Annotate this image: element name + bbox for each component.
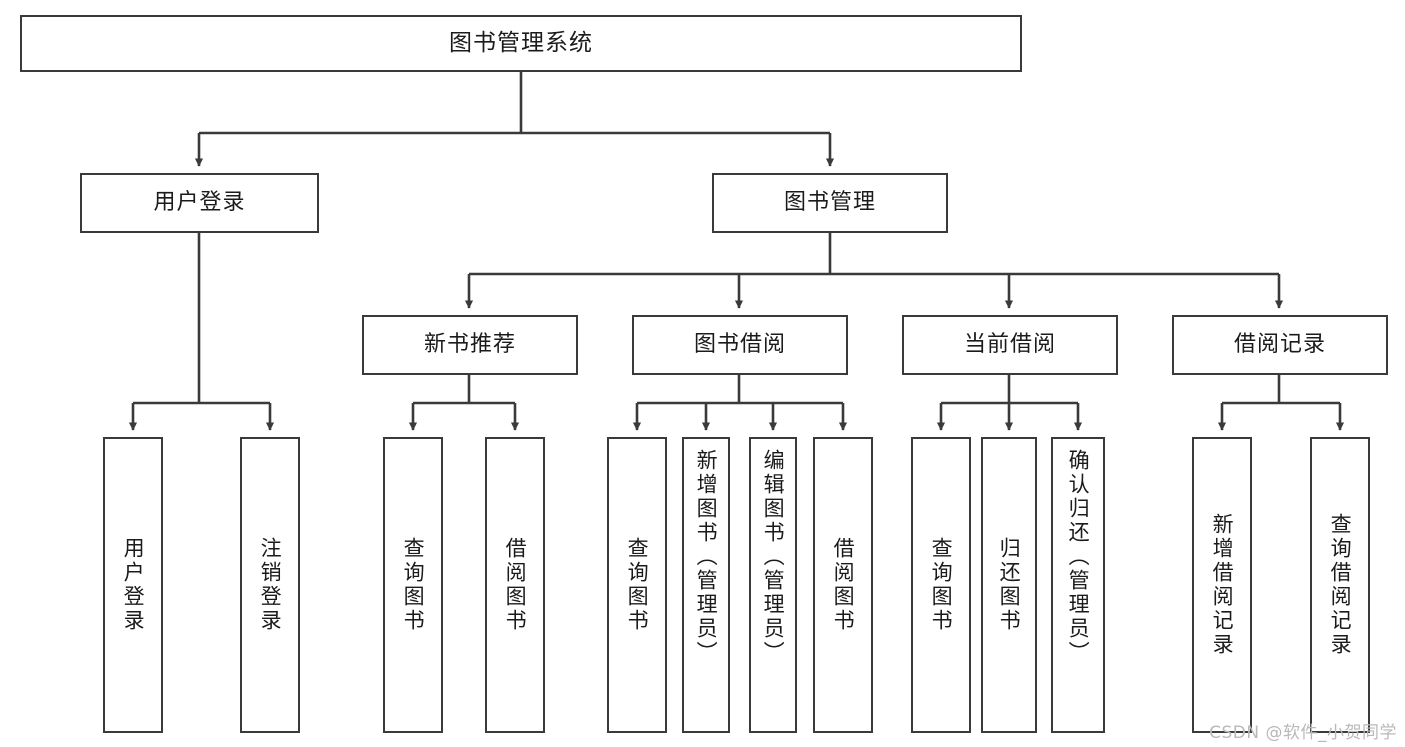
leaf-return-book-label: 归还图书 [997, 537, 1022, 633]
node-root-label: 图书管理系统 [449, 29, 593, 56]
node-user-login-label: 用户登录 [153, 189, 246, 215]
node-current-borrow-label: 当前借阅 [963, 331, 1056, 357]
leaf-user-login[interactable]: 用户登录 [103, 437, 163, 733]
node-book-borrow-label: 图书借阅 [693, 331, 786, 357]
leaf-query-book-current-label: 查询图书 [929, 537, 954, 633]
leaf-add-book-admin[interactable]: 新增图书（管理员） [682, 437, 730, 733]
leaf-add-borrow-record[interactable]: 新增借阅记录 [1192, 437, 1252, 733]
leaf-query-borrow-record[interactable]: 查询借阅记录 [1310, 437, 1370, 733]
node-new-book-recommend-label: 新书推荐 [423, 331, 516, 357]
leaf-user-login-label: 用户登录 [121, 537, 146, 633]
leaf-logout[interactable]: 注销登录 [240, 437, 300, 733]
node-borrow-record[interactable]: 借阅记录 [1172, 315, 1388, 375]
node-book-manage[interactable]: 图书管理 [712, 173, 948, 233]
node-book-manage-label: 图书管理 [783, 189, 876, 215]
leaf-confirm-return-admin-label: 确认归还（管理员） [1066, 449, 1091, 665]
node-current-borrow[interactable]: 当前借阅 [902, 315, 1118, 375]
node-borrow-record-label: 借阅记录 [1233, 331, 1326, 357]
node-root[interactable]: 图书管理系统 [20, 15, 1022, 72]
leaf-return-book[interactable]: 归还图书 [981, 437, 1037, 733]
leaf-borrow-book-recommend[interactable]: 借阅图书 [485, 437, 545, 733]
leaf-query-book-borrow[interactable]: 查询图书 [607, 437, 667, 733]
csdn-watermark: CSDN @软件_小贺同学 [1209, 723, 1397, 743]
leaf-add-book-admin-label: 新增图书（管理员） [694, 449, 719, 665]
leaf-confirm-return-admin[interactable]: 确认归还（管理员） [1051, 437, 1105, 733]
leaf-query-borrow-record-label: 查询借阅记录 [1328, 513, 1353, 657]
leaf-query-book-borrow-label: 查询图书 [625, 537, 650, 633]
leaf-edit-book-admin[interactable]: 编辑图书（管理员） [749, 437, 797, 733]
leaf-query-book-recommend[interactable]: 查询图书 [383, 437, 443, 733]
leaf-edit-book-admin-label: 编辑图书（管理员） [761, 449, 786, 665]
leaf-borrow-book-recommend-label: 借阅图书 [503, 537, 528, 633]
leaf-add-borrow-record-label: 新增借阅记录 [1210, 513, 1235, 657]
leaf-query-book-current[interactable]: 查询图书 [911, 437, 971, 733]
leaf-logout-label: 注销登录 [258, 537, 283, 633]
leaf-borrow-book-borrow-label: 借阅图书 [831, 537, 856, 633]
leaf-borrow-book-borrow[interactable]: 借阅图书 [813, 437, 873, 733]
node-book-borrow[interactable]: 图书借阅 [632, 315, 848, 375]
node-user-login[interactable]: 用户登录 [80, 173, 319, 233]
leaf-query-book-recommend-label: 查询图书 [401, 537, 426, 633]
node-new-book-recommend[interactable]: 新书推荐 [362, 315, 578, 375]
